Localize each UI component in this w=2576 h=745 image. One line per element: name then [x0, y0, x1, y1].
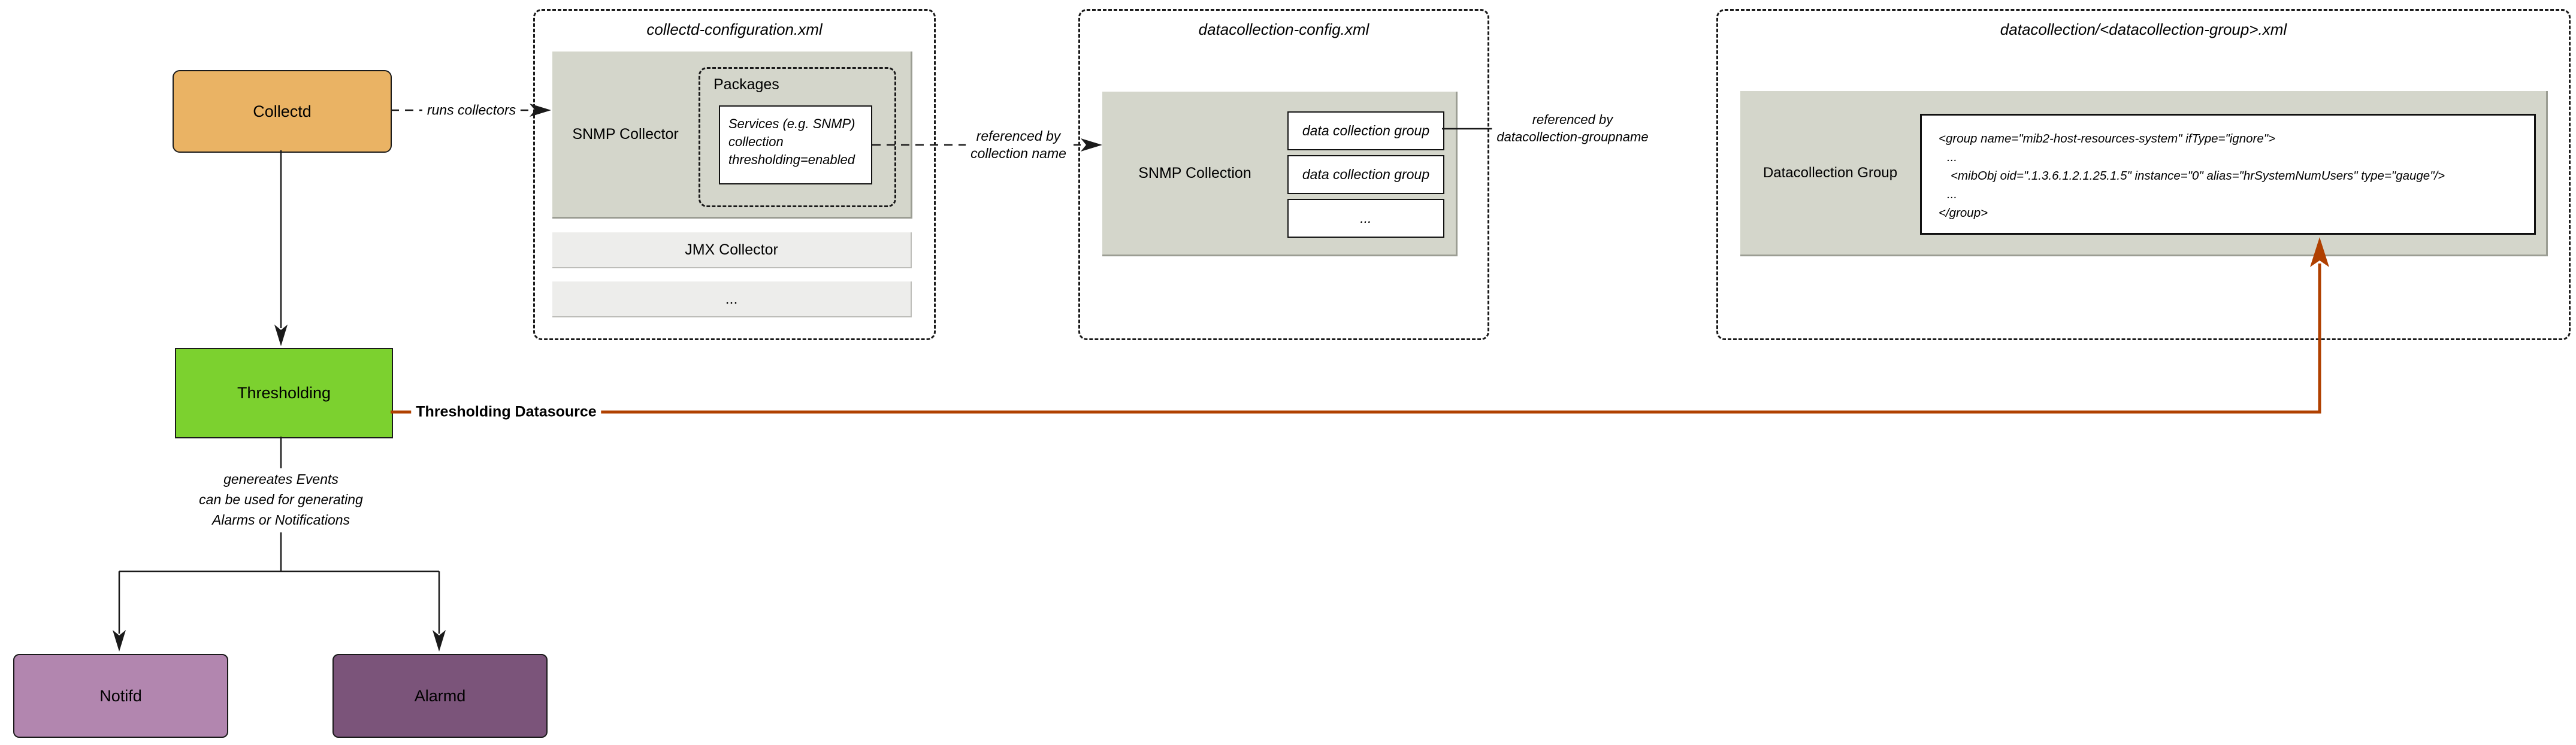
referenced-by-groupname-label: referenced by datacollection-groupname: [1492, 110, 1653, 147]
xml-line-ellipsis-2: ...: [1947, 187, 1958, 201]
xml-line-group-open: <group name="mib2-host-resources-system"…: [1939, 132, 2275, 146]
xml-line-ellipsis-1: ...: [1947, 150, 1958, 164]
generates-events-line-1: genereates Events: [223, 471, 338, 487]
datacollection-group-label: Datacollection Group: [1762, 164, 1898, 181]
generates-events-line-2: can be used for generating: [199, 492, 363, 507]
edge-alarmd-arrowhead-icon: [433, 630, 446, 652]
packages-label: Packages: [713, 76, 779, 93]
xml-line-group-close: </group>: [1939, 206, 1988, 220]
collectors-ellipsis-row: ...: [552, 281, 912, 317]
generates-events-note: genereates Events can be used for genera…: [199, 469, 363, 530]
services-line-3: thresholding=enabled: [728, 152, 855, 167]
packages-group: Packages: [699, 67, 896, 207]
xml-line-mibobj: <mibObj oid=".1.3.6.1.2.1.25.1.5" instan…: [1951, 169, 2445, 183]
runs-collectors-label: runs collectors: [422, 100, 521, 120]
jmx-collector-row: JMX Collector: [552, 232, 912, 268]
referenced-by-groupname-line-2: datacollection-groupname: [1496, 129, 1649, 144]
referenced-by-collection-line-2: collection name: [970, 146, 1066, 161]
edge-collectd-thresholding-arrowhead-icon: [274, 325, 288, 346]
services-line-1: Services (e.g. SNMP): [728, 116, 855, 131]
services-box: Services (e.g. SNMP) collection threshol…: [719, 105, 872, 184]
edge-notifd-arrowhead-icon: [113, 630, 126, 652]
node-alarmd: Alarmd: [332, 654, 548, 738]
generates-events-line-3: Alarms or Notifications: [211, 512, 350, 528]
services-line-2: collection: [728, 134, 784, 149]
referenced-by-groupname-line-1: referenced by: [1532, 112, 1613, 127]
collectd-configuration-title: collectd-configuration.xml: [646, 20, 823, 38]
referenced-by-collection-line-1: referenced by: [976, 128, 1061, 144]
data-collection-group-ellipsis-box: ...: [1287, 199, 1444, 238]
snmp-collector-label: SNMP Collector: [572, 125, 679, 143]
snmp-collection-label: SNMP Collection: [1138, 164, 1251, 181]
node-notifd: Notifd: [13, 654, 228, 738]
edge-split-to-daemons-line: [118, 532, 440, 634]
thresholding-datasource-label: Thresholding Datasource: [411, 402, 601, 422]
datacollection-config-title: datacollection-config.xml: [1198, 20, 1369, 38]
node-collectd: Collectd: [173, 70, 392, 153]
data-collection-group-box-1: data collection group: [1287, 111, 1444, 150]
node-thresholding: Thresholding: [175, 348, 393, 438]
datacollection-group-xml-snippet: <group name="mib2-host-resources-system"…: [1920, 114, 2536, 235]
datacollection-group-title: datacollection/<datacollection-group>.xm…: [2000, 20, 2287, 38]
data-collection-group-box-2: data collection group: [1287, 155, 1444, 194]
referenced-by-collection-label: referenced by collection name: [966, 126, 1071, 163]
